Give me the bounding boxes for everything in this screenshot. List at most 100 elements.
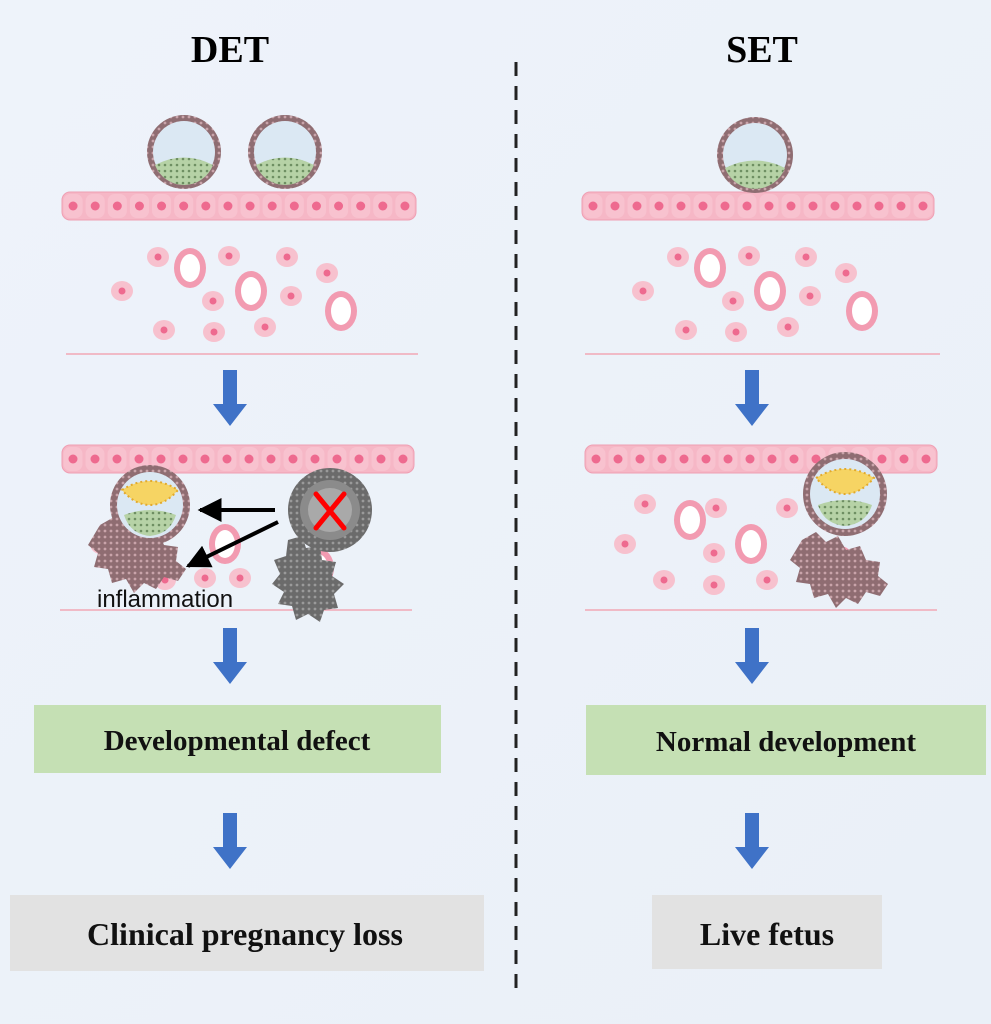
epithelial-cell-nucleus: [899, 454, 909, 464]
gland-lumen: [852, 297, 872, 325]
stromal-cell-nucleus: [784, 323, 792, 331]
gland-lumen: [331, 297, 351, 325]
stroma-cells-right-top: [632, 246, 878, 342]
epithelial-cell-nucleus: [112, 201, 122, 211]
epithelial-cell-nucleus: [398, 454, 408, 464]
clinical-pregnancy-loss-label: Clinical pregnancy loss: [87, 916, 403, 952]
blastocyst-right: [717, 117, 793, 193]
epithelium-layer-right-mid: [584, 444, 938, 474]
epithelial-cell-nucleus: [874, 201, 884, 211]
epithelial-cell-nucleus: [288, 454, 298, 464]
stromal-cell-nucleus: [209, 297, 217, 305]
stromal-cell-nucleus: [802, 253, 810, 261]
epithelial-cell-nucleus: [68, 454, 78, 464]
epithelial-cell-nucleus: [334, 201, 344, 211]
epithelial-cell-nucleus: [745, 454, 755, 464]
stromal-cell-nucleus: [621, 540, 629, 548]
epithelial-cell-nucleus: [591, 454, 601, 464]
stromal-cell-nucleus: [118, 287, 126, 295]
epithelial-cell-nucleus: [786, 201, 796, 211]
stromal-cell-nucleus: [710, 581, 718, 589]
stromal-cell-nucleus: [225, 252, 233, 260]
stromal-cell-nucleus: [682, 326, 690, 334]
epithelial-cell-nucleus: [921, 454, 931, 464]
stromal-cell-nucleus: [729, 297, 737, 305]
epithelium-strip: [61, 191, 417, 221]
epithelial-cell-nucleus: [400, 201, 410, 211]
epithelial-cell-nucleus: [112, 454, 122, 464]
epithelial-cell-nucleus: [635, 454, 645, 464]
epithelial-cell-nucleus: [311, 201, 321, 211]
inflammation-label: inflammation: [97, 586, 233, 613]
developmental-defect-label: Developmental defect: [104, 725, 371, 757]
stromal-cell-nucleus: [161, 576, 169, 584]
nonviable-embryo: [272, 468, 372, 622]
epithelial-cell-nucleus: [267, 201, 277, 211]
epithelial-cell-nucleus: [723, 454, 733, 464]
epithelial-cell-nucleus: [852, 201, 862, 211]
stromal-cell-nucleus: [639, 287, 647, 295]
gland-lumen: [741, 530, 761, 558]
epithelial-cell-nucleus: [201, 201, 211, 211]
epithelial-cell-nucleus: [610, 201, 620, 211]
epithelial-cell-nucleus: [808, 201, 818, 211]
epithelial-cell-nucleus: [90, 454, 100, 464]
det-title: DET: [191, 29, 269, 71]
down-arrow-icon: [213, 628, 247, 684]
epithelial-cell-nucleus: [310, 454, 320, 464]
stromal-cell-nucleus: [806, 292, 814, 300]
stromal-cell-nucleus: [712, 504, 720, 512]
epithelial-cell-nucleus: [90, 201, 100, 211]
stromal-cell-nucleus: [154, 253, 162, 261]
stromal-cell-nucleus: [745, 252, 753, 260]
down-arrow-icon: [735, 370, 769, 426]
down-arrow-icon: [735, 813, 769, 869]
developmental-defect-box: [34, 705, 441, 773]
down-arrow-icon: [735, 628, 769, 684]
epithelial-cell-nucleus: [767, 454, 777, 464]
epithelial-cell-nucleus: [156, 454, 166, 464]
stromal-cell-nucleus: [842, 269, 850, 277]
live-fetus-box: [652, 895, 882, 969]
epithelial-cell-nucleus: [701, 454, 711, 464]
epithelial-cell-nucleus: [811, 454, 821, 464]
gland-lumen: [760, 277, 780, 305]
epithelial-cell-nucleus: [632, 201, 642, 211]
epithelium-layer-left-mid: [61, 444, 415, 474]
down-arrow-icon: [213, 370, 247, 426]
epithelial-cell-nucleus: [657, 454, 667, 464]
epithelial-cell-nucleus: [134, 454, 144, 464]
epithelium-layer-right-top: [581, 191, 935, 221]
stromal-cell-nucleus: [710, 549, 718, 557]
normal-development-label: Normal development: [656, 726, 916, 758]
epithelial-cell-nucleus: [742, 201, 752, 211]
stromal-cell-nucleus: [323, 269, 331, 277]
stromal-cell-nucleus: [210, 328, 218, 336]
epithelial-cell-nucleus: [679, 454, 689, 464]
epithelial-cell-nucleus: [613, 454, 623, 464]
stroma-cells-left-top: [111, 246, 357, 342]
epithelium-layer-left-top: [61, 191, 417, 221]
stromal-cell-nucleus: [674, 253, 682, 261]
gland-lumen: [680, 506, 700, 534]
epithelial-cell-nucleus: [289, 201, 299, 211]
epithelial-cell-nucleus: [134, 201, 144, 211]
signal-arrow-2: [185, 520, 279, 568]
epithelial-cell-nucleus: [654, 201, 664, 211]
epithelial-cell-nucleus: [157, 201, 167, 211]
epithelial-cell-nucleus: [223, 201, 233, 211]
epithelial-cell-nucleus: [179, 201, 189, 211]
stromal-cell-nucleus: [261, 323, 269, 331]
normal-development-box: [586, 705, 986, 775]
cross-icon: [313, 491, 347, 531]
stromal-cell-nucleus: [236, 574, 244, 582]
epithelial-cell-nucleus: [245, 201, 255, 211]
epithelial-cell-nucleus: [720, 201, 730, 211]
stromal-cell-nucleus: [641, 500, 649, 508]
epithelial-cell-nucleus: [896, 201, 906, 211]
stromal-cell-nucleus: [732, 328, 740, 336]
epithelial-cell-nucleus: [354, 454, 364, 464]
epithelial-cell-nucleus: [830, 201, 840, 211]
stromal-cell-nucleus: [763, 576, 771, 584]
